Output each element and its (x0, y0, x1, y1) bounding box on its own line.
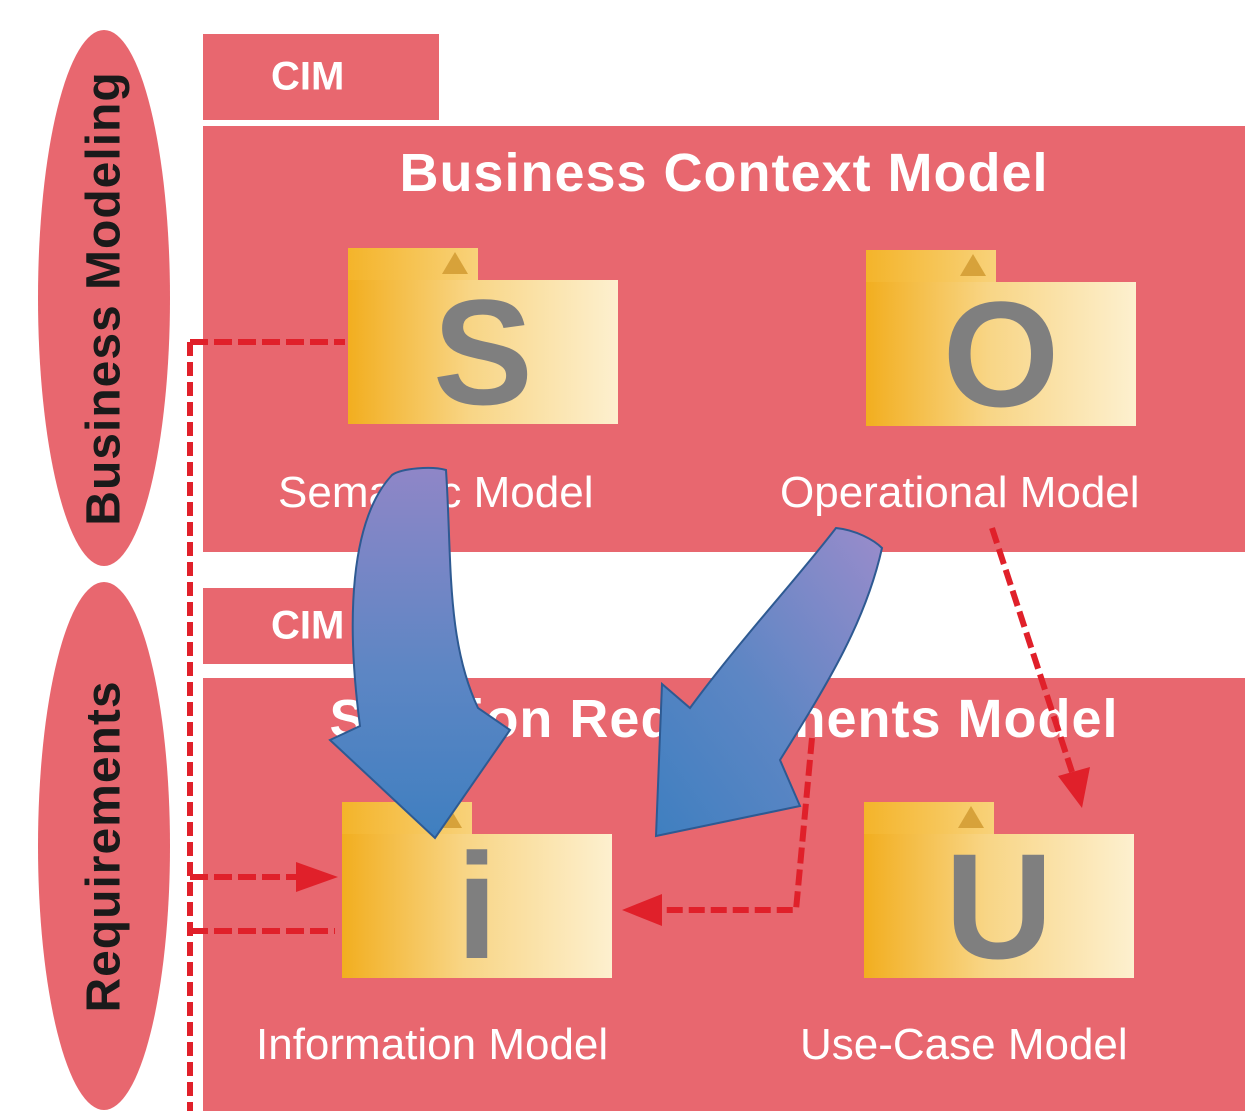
dashed-arrowhead-usecase (1058, 767, 1090, 808)
usecase-model-caption: Use-Case Model (800, 1020, 1128, 1069)
information-letter: i (456, 822, 498, 990)
usecase-model-package: U (864, 802, 1134, 990)
operational-model-caption: Operational Model (780, 468, 1140, 517)
dashed-arrowhead-information (296, 862, 338, 892)
dashed-arrowhead-information-right (622, 894, 662, 926)
curved-arrow-operational-to-information (654, 526, 884, 838)
package-triangle-icon (960, 254, 986, 276)
semantic-model-package: S (348, 248, 618, 436)
package-body (864, 834, 1134, 978)
information-model-package: i (342, 802, 612, 990)
semantic-letter: S (432, 268, 534, 436)
package-body (342, 834, 612, 978)
package-body (866, 282, 1136, 426)
cim-tab-bottom-label: CIM (271, 603, 345, 648)
operational-model-package: O (866, 250, 1136, 438)
curved-arrow-semantic-to-information (328, 466, 512, 840)
cim-tab-top-label: CIM (271, 54, 345, 99)
usecase-letter: U (944, 822, 1054, 990)
business-context-title: Business Context Model (399, 143, 1049, 203)
information-model-caption: Information Model (256, 1020, 609, 1069)
package-body (348, 280, 618, 424)
operational-letter: O (942, 270, 1060, 438)
package-triangle-icon (958, 806, 984, 828)
dashed-to-information-right (660, 737, 815, 913)
dashed-operational-to-usecase (989, 527, 1075, 773)
cim-tab-top: CIM (203, 34, 439, 120)
package-triangle-icon (442, 252, 468, 274)
requirements-lane: Requirements (38, 582, 170, 1110)
business-modeling-lane: Business Modeling (38, 30, 170, 566)
